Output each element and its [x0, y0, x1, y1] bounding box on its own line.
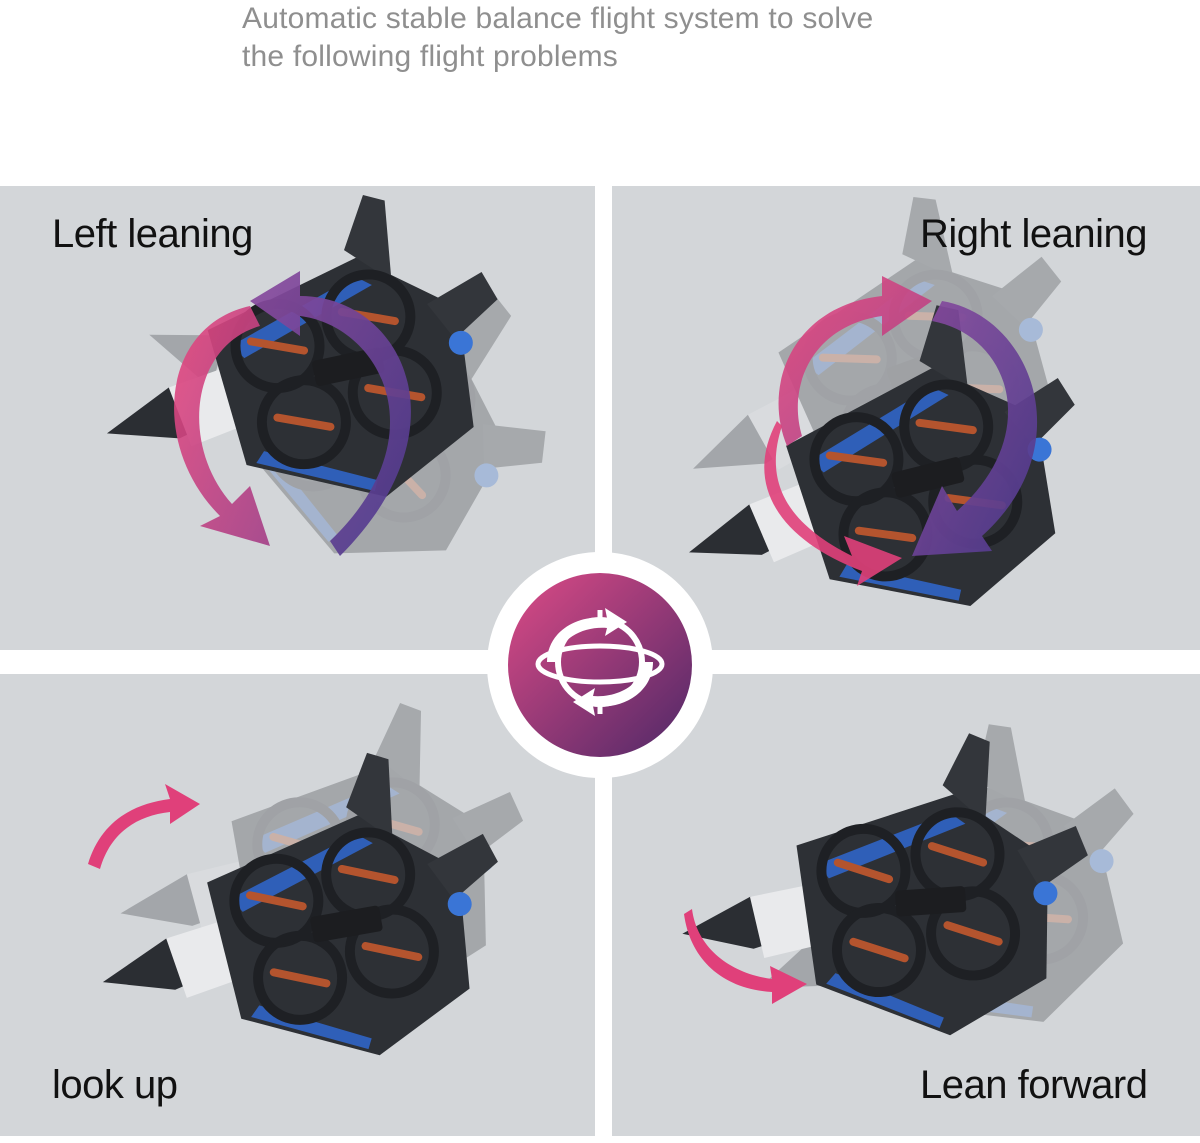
label-lean-forward: Lean forward — [920, 1063, 1148, 1107]
headline-line-1: Automatic stable balance flight system t… — [242, 2, 874, 35]
gyro-badge — [487, 552, 713, 778]
gyro-stabilization-icon — [508, 573, 692, 757]
headline: Automatic stable balance flight system t… — [242, 0, 1022, 76]
label-left-leaning: Left leaning — [52, 212, 253, 256]
drone-image — [72, 734, 528, 1101]
rotation-arrow-icon — [684, 909, 807, 1004]
headline-line-2: the following flight problems — [242, 40, 618, 73]
rotation-arrow-icon — [778, 276, 932, 446]
panel-right-leaning — [612, 186, 1200, 650]
rotation-arrow-icon — [250, 271, 411, 556]
panel-look-up — [0, 674, 595, 1136]
rotation-arrow-icon — [88, 784, 200, 869]
rotation-arrow-icon — [174, 306, 270, 546]
rotation-arrow-icon — [764, 421, 902, 586]
panel-left-leaning — [0, 186, 595, 650]
label-look-up: look up — [52, 1063, 178, 1107]
label-right-leaning: Right leaning — [920, 212, 1148, 256]
panel-lean-forward — [612, 674, 1200, 1136]
rotation-arrow-icon — [912, 301, 1038, 556]
